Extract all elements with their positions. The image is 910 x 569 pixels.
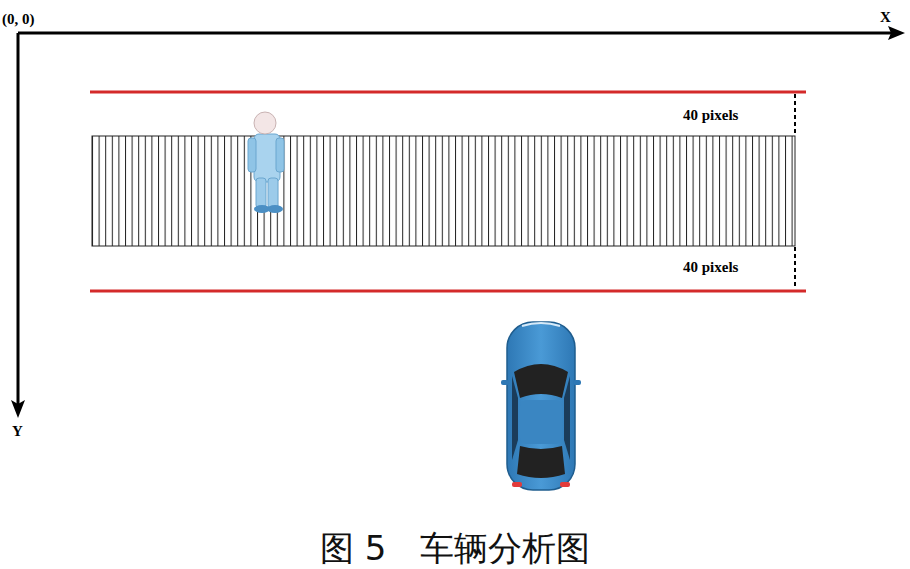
dimension-label: 40 pixels xyxy=(683,108,738,123)
boundary-line xyxy=(90,290,806,293)
dimension-line xyxy=(794,94,796,136)
axis-label: X xyxy=(880,10,891,25)
axes xyxy=(11,26,905,418)
boundary-line xyxy=(90,91,806,94)
figure-caption: 图 5 车辆分析图 xyxy=(320,531,590,565)
dimension-line xyxy=(794,247,796,289)
crosswalk xyxy=(92,136,795,246)
origin-label: (0, 0) xyxy=(2,12,35,27)
car xyxy=(501,322,581,490)
dimension-label: 40 pixels xyxy=(683,260,738,275)
axis-label: Y xyxy=(12,424,23,439)
pedestrian xyxy=(248,112,284,213)
